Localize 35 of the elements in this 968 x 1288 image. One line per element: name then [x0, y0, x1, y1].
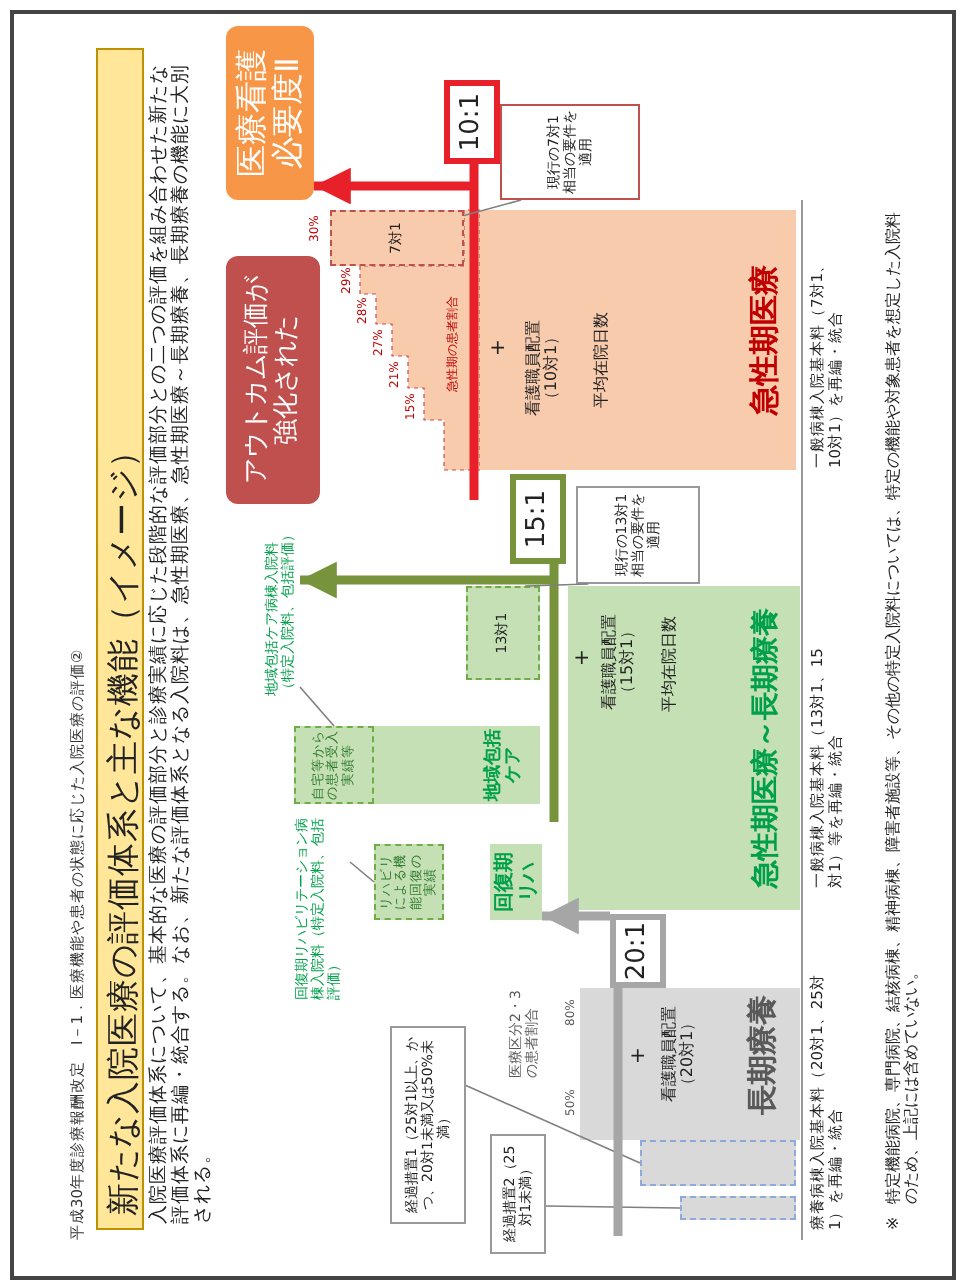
- plus-sign: +: [628, 1045, 651, 1064]
- staffing-text: 看護職員配置（10対1）: [524, 318, 561, 420]
- ratio-badge: 20:1: [610, 914, 666, 988]
- ratio-badge: 10:1: [444, 80, 500, 164]
- staffing-text: 看護職員配置（15対1）: [600, 612, 637, 714]
- category-label: 長期療養: [746, 993, 781, 1119]
- arrow: [295, 559, 559, 827]
- ratio-badge: 15:1: [510, 474, 566, 564]
- dashed-box: [680, 1196, 796, 1220]
- dashed-box: [640, 1140, 796, 1186]
- arrow: [542, 897, 610, 935]
- category-block: [480, 210, 796, 470]
- note-box: 医療看護必要度Ⅱ: [226, 26, 314, 200]
- footnote: 特定機能病院、専門病院、結核病棟、精神病棟、障害者施設等、その他の特定入院料については、特定の機能や対象患者を想定した入院料のため、上記には含めていない。: [884, 210, 921, 1204]
- intro-paragraph: 入院医療評価体系について、基本的な医療の評価部分と診療実績に応じた段階的な評価部分との二つの評価を組み合わせた新たな評価体系に再編・統合する。なお、新たな評価体系となる入院料は、急性期医療、急性期医療～長期療養、長期療養の機能に大別される。: [150, 62, 216, 1224]
- leader-line: [299, 686, 335, 727]
- plus-sign: +: [488, 337, 511, 356]
- average-stay-text: 平均在院日数: [660, 614, 679, 714]
- leader-line: [545, 1205, 681, 1209]
- plus-sign: +: [572, 647, 595, 666]
- leader-line: [465, 1084, 641, 1164]
- note-box: アウトカム評価が強化された: [226, 256, 320, 504]
- category-label: 急性期医療～長期療養: [750, 606, 783, 893]
- category-row: 地域包括ケア: [374, 726, 540, 804]
- category-label: 急性期医療: [748, 263, 783, 420]
- average-stay-text: 平均在院日数: [592, 310, 611, 410]
- leader-line: [463, 199, 522, 217]
- category-block: [568, 586, 800, 910]
- category-block: [580, 988, 800, 1140]
- leader-line: [349, 861, 375, 883]
- title: 新たな入院医療の評価体系と主な機能（イメージ）: [102, 434, 144, 1216]
- note-mark: ※: [884, 1214, 903, 1230]
- staffing-text: 看護職員配置（20対1）: [660, 1004, 697, 1106]
- arrow: [309, 159, 479, 505]
- category-row: 回復期リハ: [490, 844, 542, 920]
